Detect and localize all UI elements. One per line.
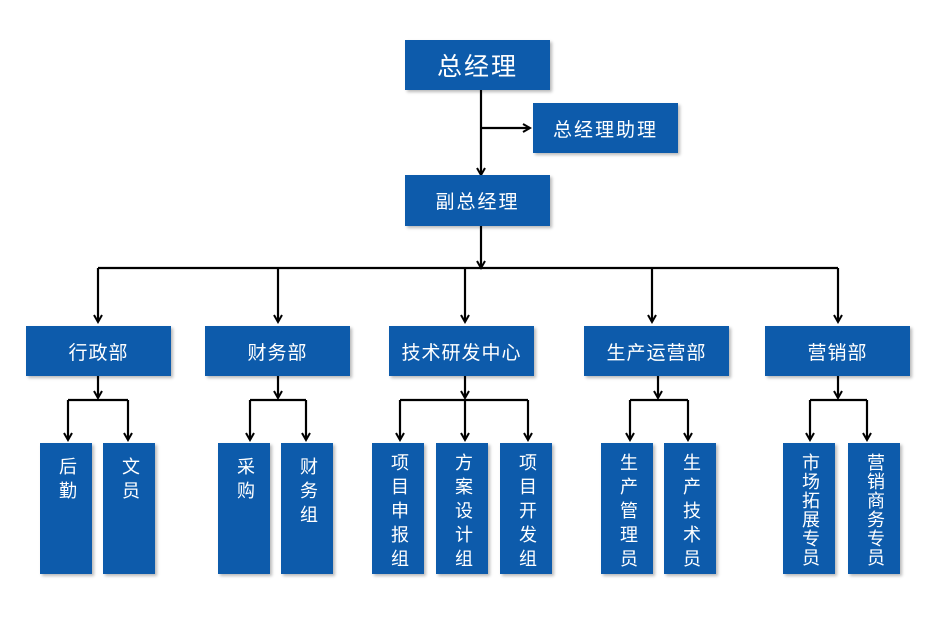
node-deputy-general-manager-label: 副总经理: [435, 191, 520, 213]
node-dept-admin-label: 行政部: [68, 341, 129, 364]
node-general-manager-assistant-label: 总经理助理: [552, 118, 658, 141]
node-leaf-scheme-design: 方案设计组: [436, 443, 488, 574]
node-dept-tech-label: 技术研发中心: [401, 341, 522, 364]
node-dept-marketing: 营销部: [765, 326, 910, 376]
node-leaf-clerk: 文员: [103, 443, 155, 574]
node-leaf-market-development: 市场拓展专员: [783, 443, 835, 574]
node-leaf-purchasing: 采购: [218, 443, 270, 574]
node-general-manager: 总经理: [405, 40, 550, 90]
node-leaf-finance-group: 财务组: [281, 443, 333, 574]
node-leaf-logistics-label: 后勤: [56, 457, 77, 505]
node-dept-production-label: 生产运营部: [606, 341, 707, 364]
node-leaf-project-filing: 项目申报组: [372, 443, 424, 574]
node-leaf-project-dev: 项目开发组: [500, 443, 552, 574]
node-deputy-general-manager: 副总经理: [405, 175, 550, 226]
node-dept-finance-label: 财务部: [247, 341, 308, 364]
node-dept-tech: 技术研发中心: [389, 326, 534, 376]
node-leaf-purchasing-label: 采购: [234, 457, 255, 505]
node-leaf-sales-affairs-label: 营销商务专员: [864, 453, 885, 567]
node-leaf-project-filing-label: 项目申报组: [388, 453, 409, 573]
node-leaf-scheme-design-label: 方案设计组: [452, 453, 473, 573]
node-leaf-sales-affairs: 营销商务专员: [848, 443, 900, 574]
node-dept-production: 生产运营部: [584, 326, 729, 376]
node-leaf-production-manager: 生产管理员: [601, 443, 653, 574]
node-dept-finance: 财务部: [205, 326, 350, 376]
node-leaf-finance-group-label: 财务组: [297, 457, 318, 529]
node-leaf-market-development-label: 市场拓展专员: [799, 453, 820, 567]
node-leaf-production-technician-label: 生产技术员: [680, 453, 701, 573]
node-dept-admin: 行政部: [26, 326, 171, 376]
node-leaf-logistics: 后勤: [40, 443, 92, 574]
node-leaf-production-manager-label: 生产管理员: [617, 453, 638, 573]
node-general-manager-assistant: 总经理助理: [533, 103, 678, 153]
node-leaf-clerk-label: 文员: [119, 457, 140, 505]
node-general-manager-label: 总经理: [436, 52, 518, 81]
node-dept-marketing-label: 营销部: [807, 341, 868, 364]
node-leaf-production-technician: 生产技术员: [664, 443, 716, 574]
node-leaf-project-dev-label: 项目开发组: [516, 453, 537, 573]
